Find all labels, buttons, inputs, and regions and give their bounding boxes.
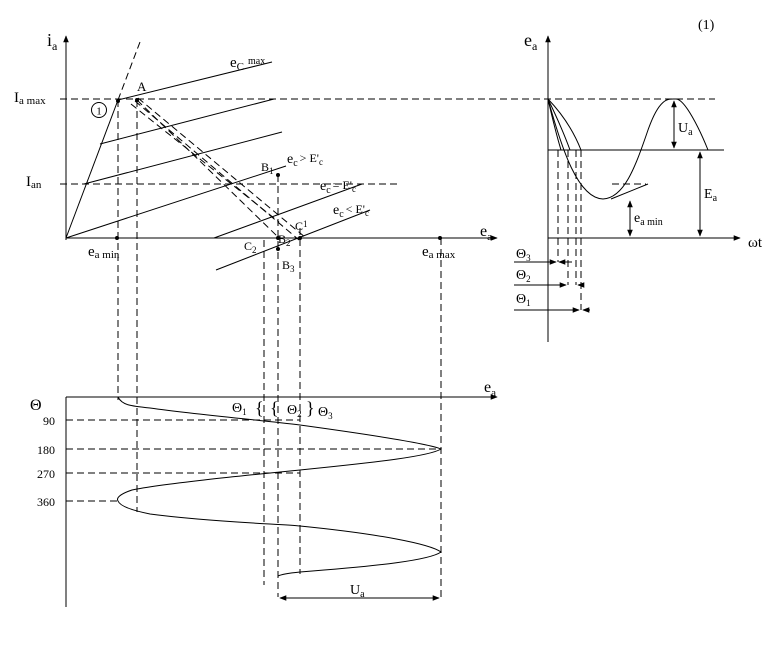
- label-c2: C2: [244, 239, 257, 255]
- right-y-axis-label: ea: [524, 30, 538, 53]
- projection-lines: [117, 100, 442, 597]
- label-ec-lt: ec< E'c: [333, 202, 369, 220]
- ea-min-right-label: ea min: [634, 211, 663, 228]
- ia-max-label: Ia max: [14, 90, 46, 107]
- point-c1: [298, 236, 302, 240]
- saturation-line: [65, 99, 119, 239]
- tick-270: 270: [37, 467, 55, 481]
- circle-label: 1: [96, 106, 102, 118]
- ea-min-label: ea min: [88, 244, 120, 261]
- theta2-right-label: Θ2: [516, 268, 531, 284]
- curve-ec-lt: [215, 209, 371, 271]
- curve-ec-eq: [213, 183, 363, 239]
- brace-2a: {: [270, 398, 279, 418]
- ea-max-label: ea max: [422, 244, 456, 261]
- left-plot: ia ea Ia max Ian ea min ea max A: [14, 30, 715, 274]
- circle-marker: [91, 102, 107, 118]
- theta1-right-label: Θ1: [516, 292, 531, 308]
- ea-label: Ea: [704, 187, 718, 204]
- wave-branch-3: [547, 98, 582, 151]
- curve-ec-gt: [65, 165, 287, 239]
- label-c1: C1: [295, 219, 308, 233]
- point-b3: [276, 247, 280, 251]
- figure-number: (1): [698, 18, 715, 33]
- brace-3: }: [306, 398, 315, 418]
- right-plot: ea ωt Ua Ea ea min Θ3 Θ2: [514, 30, 763, 342]
- label-b3: B3: [282, 258, 295, 274]
- brace-1: {: [255, 398, 264, 418]
- ua-label: Ua: [678, 121, 693, 138]
- bottom-plot: Θ ea 90 180 270 360 Θ1 { { Θ2 } Θ3 Ua: [30, 379, 498, 607]
- left-x-axis-label: ea: [480, 223, 492, 243]
- label-a: A: [137, 79, 147, 94]
- curve-ec-max: [117, 61, 273, 101]
- theta3-bottom-label: Θ3: [318, 405, 333, 421]
- point-b2: [276, 236, 280, 240]
- bottom-response-wave: [117, 396, 443, 577]
- ua-bottom-label: Ua: [350, 583, 365, 600]
- curve-2: [99, 98, 275, 145]
- wave-branch-1: [547, 98, 562, 151]
- theta3-right-label: Θ3: [516, 247, 531, 263]
- anode-voltage-wave: [547, 98, 709, 200]
- label-ec-gt: ec> E'c: [287, 151, 323, 169]
- bottom-x-label: ea: [484, 379, 496, 399]
- tick-360: 360: [37, 495, 55, 509]
- wave-branch-2: [547, 98, 571, 151]
- bottom-theta-label: Θ: [30, 397, 42, 414]
- load-line-3: [134, 100, 300, 241]
- label-ec-eq: ec= E'c: [320, 178, 356, 196]
- label-b1: B1: [261, 160, 274, 176]
- tick-180: 180: [37, 443, 55, 457]
- theta1-bottom-label: Θ1: [232, 401, 247, 417]
- left-y-axis-label: ia: [47, 30, 58, 53]
- theta2-bottom-label: Θ2: [287, 403, 302, 419]
- load-line-1: [136, 99, 279, 238]
- ian-label: Ian: [26, 174, 42, 191]
- label-b2: B2: [278, 232, 291, 248]
- curve-3: [83, 131, 283, 185]
- ea-min-tick: [610, 183, 649, 200]
- tick-90: 90: [43, 414, 55, 428]
- right-x-axis-label: ωt: [748, 235, 763, 251]
